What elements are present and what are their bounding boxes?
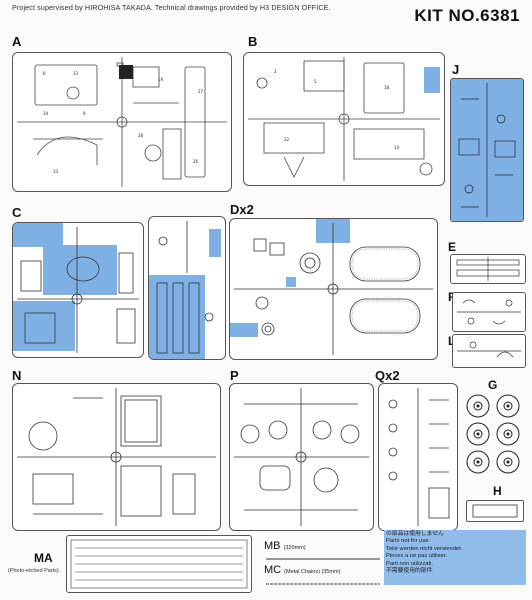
sprue-n <box>12 383 221 531</box>
mc-label: MC (Metal Chains) (35mm) <box>264 564 341 576</box>
sprue-c <box>12 222 144 358</box>
sprue-d-drawing <box>230 219 433 355</box>
sprue-b-drawing: 5 18 22 14 2 <box>248 57 440 181</box>
svg-text:9: 9 <box>83 111 86 116</box>
wheel-set-g <box>466 394 520 474</box>
sprue-j <box>450 78 524 222</box>
svg-text:18: 18 <box>384 85 390 90</box>
sprue-q-drawing <box>388 388 450 526</box>
sprue-label-g: G <box>488 378 498 392</box>
svg-text:27: 27 <box>198 89 204 94</box>
sprue-label-d: Dx2 <box>230 202 254 217</box>
sprue-c-drawing <box>13 223 139 353</box>
part-h <box>466 500 524 522</box>
mb-cable <box>266 558 380 560</box>
sprue-label-l: L <box>448 334 455 348</box>
svg-text:19: 19 <box>158 77 164 82</box>
sprue-r-drawing <box>457 299 521 325</box>
sprue-c-side <box>148 216 226 360</box>
sprue-label-a: A <box>12 34 22 49</box>
sprue-a-drawing: 6 13 19 34 9 28 27 26 33 <box>17 57 227 187</box>
sprue-label-e: E <box>448 240 457 254</box>
svg-text:34: 34 <box>43 111 49 116</box>
sprue-l <box>452 334 526 368</box>
sprue-d <box>229 218 438 360</box>
sprue-n-drawing <box>17 388 216 526</box>
svg-text:28: 28 <box>138 133 144 138</box>
svg-text:26: 26 <box>193 159 199 164</box>
sprue-e <box>450 254 526 284</box>
credit-line: Project supervised by HIROHISA TAKADA. T… <box>12 3 331 12</box>
svg-text:13: 13 <box>73 71 79 76</box>
sprue-j-drawing <box>451 79 523 221</box>
svg-text:5: 5 <box>314 79 317 84</box>
ma-caption: (Photo-etched Parts) <box>8 568 59 574</box>
sprue-label-h: H <box>493 484 502 498</box>
svg-text:2: 2 <box>274 69 277 74</box>
sprue-label-ma: MA <box>34 551 53 565</box>
sprue-label-q: Qx2 <box>375 368 400 383</box>
kit-number: KIT NO.6381 <box>414 6 520 25</box>
svg-text:33: 33 <box>53 169 59 174</box>
fret-ma-drawing <box>70 539 248 589</box>
sprue-label-j: J <box>452 62 460 77</box>
sprue-r <box>452 292 526 332</box>
part-h-drawing <box>472 504 518 518</box>
not-for-use-note: の部品は使用しません Parts not for use. Teile werd… <box>386 531 463 575</box>
sprue-q <box>378 383 458 531</box>
sprue-l-drawing <box>457 341 521 358</box>
sprue-label-n: N <box>12 368 22 383</box>
mc-chain <box>266 583 380 585</box>
fret-ma <box>66 535 252 593</box>
sprue-b: 5 18 22 14 2 <box>243 52 445 186</box>
sprue-c-side-drawing <box>149 221 221 359</box>
svg-text:22: 22 <box>284 137 290 142</box>
sprue-p <box>229 383 374 531</box>
sprue-label-c: C <box>12 205 22 220</box>
sprue-p-drawing <box>234 388 369 526</box>
svg-text:6: 6 <box>43 71 46 76</box>
sprue-e-drawing <box>456 257 520 281</box>
mb-label: MB (320mm) <box>264 540 306 552</box>
svg-text:14: 14 <box>394 145 400 150</box>
not-for-use-swatch <box>384 530 526 585</box>
sprue-a: 6 13 19 34 9 28 27 26 33 <box>12 52 232 192</box>
sprue-label-p: P <box>230 368 239 383</box>
sprue-label-b: B <box>248 34 258 49</box>
